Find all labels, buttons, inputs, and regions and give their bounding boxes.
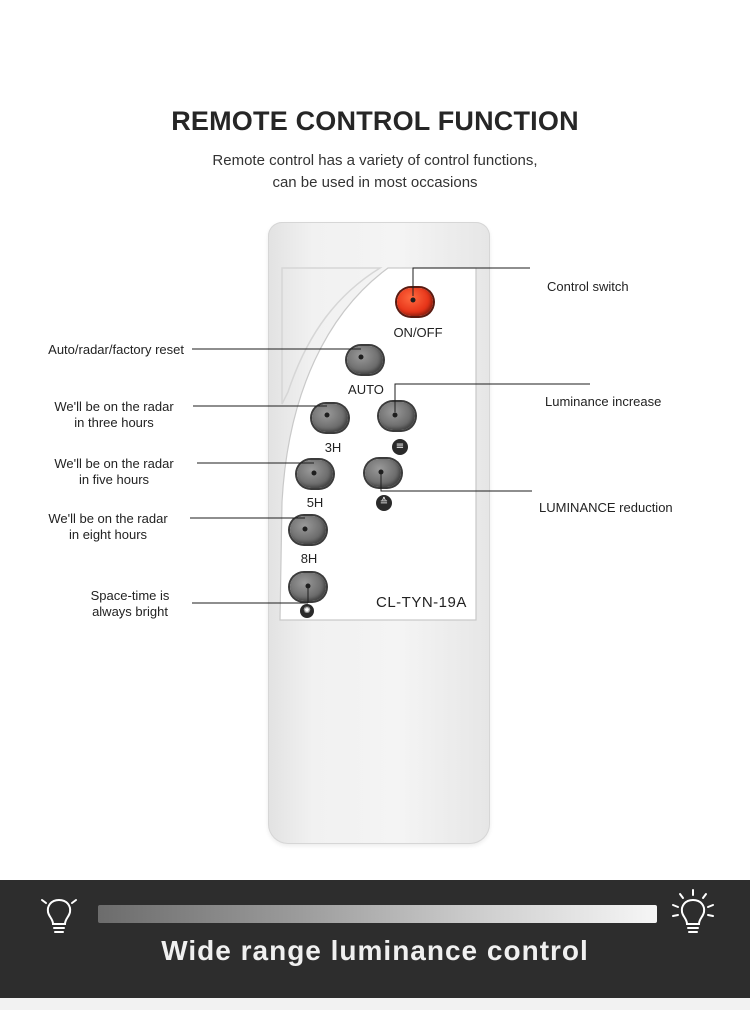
callout-always-bright-line1: Space-time is: [90, 588, 170, 603]
always-bright-icon: ✺: [300, 604, 314, 618]
auto-button[interactable]: [347, 346, 383, 374]
lightbulb-dim-icon: [41, 898, 77, 933]
callout-eight-hours-line1: We'll be on the radar: [48, 511, 168, 526]
on-off-label: ON/OFF: [393, 325, 443, 340]
page-subtitle: Remote control has a variety of control …: [0, 150, 750, 194]
eight-hour-label: 8H: [300, 551, 318, 566]
three-hour-label: 3H: [324, 440, 342, 455]
callout-always-bright: Space-time is always bright: [70, 588, 190, 620]
subtitle-line-1: Remote control has a variety of control …: [212, 152, 538, 169]
luminance-reduction-button[interactable]: [365, 459, 401, 487]
callout-three-hours-line2: in three hours: [74, 415, 154, 430]
luminance-gradient-bar: [98, 905, 657, 923]
callout-five-hours-line2: in five hours: [78, 472, 150, 487]
eight-hour-button[interactable]: [290, 516, 326, 544]
remote-panel-graphic: [279, 267, 477, 621]
luminance-increase-button[interactable]: [379, 402, 415, 430]
callout-control-switch: Control switch: [547, 279, 629, 294]
callout-eight-hours: We'll be on the radar in eight hours: [24, 511, 192, 543]
subtitle-line-2: can be used in most occasions: [272, 174, 478, 191]
callout-five-hours-line1: We'll be on the radar: [54, 456, 174, 471]
callout-luminance-increase: Luminance increase: [545, 394, 662, 409]
callout-luminance-reduction: LUMINANCE reduction: [539, 500, 673, 515]
always-bright-button[interactable]: [290, 573, 326, 601]
luminance-reduction-icon: ≙: [376, 495, 392, 511]
five-hour-button[interactable]: [297, 460, 333, 488]
three-hour-button[interactable]: [312, 404, 348, 432]
lightbulb-bright-icon: [672, 889, 714, 933]
footer-title: Wide range luminance control: [161, 935, 589, 966]
callout-three-hours-line1: We'll be on the radar: [54, 399, 174, 414]
callout-auto-reset: Auto/radar/factory reset: [48, 342, 184, 357]
callout-three-hours: We'll be on the radar in three hours: [30, 399, 198, 431]
callout-five-hours: We'll be on the radar in five hours: [30, 456, 198, 488]
callout-always-bright-line2: always bright: [92, 604, 168, 619]
footer-bottom-strip: [0, 998, 750, 1010]
footer-band: [0, 880, 750, 998]
five-hour-label: 5H: [306, 495, 324, 510]
auto-label: AUTO: [348, 382, 384, 397]
remote-control: [268, 222, 490, 844]
model-number: CL-TYN-19A: [376, 594, 467, 611]
luminance-increase-icon: ≡: [392, 439, 408, 455]
callout-eight-hours-line2: in eight hours: [68, 527, 148, 542]
on-off-button[interactable]: [397, 288, 433, 316]
page-title: REMOTE CONTROL FUNCTION: [171, 106, 579, 136]
